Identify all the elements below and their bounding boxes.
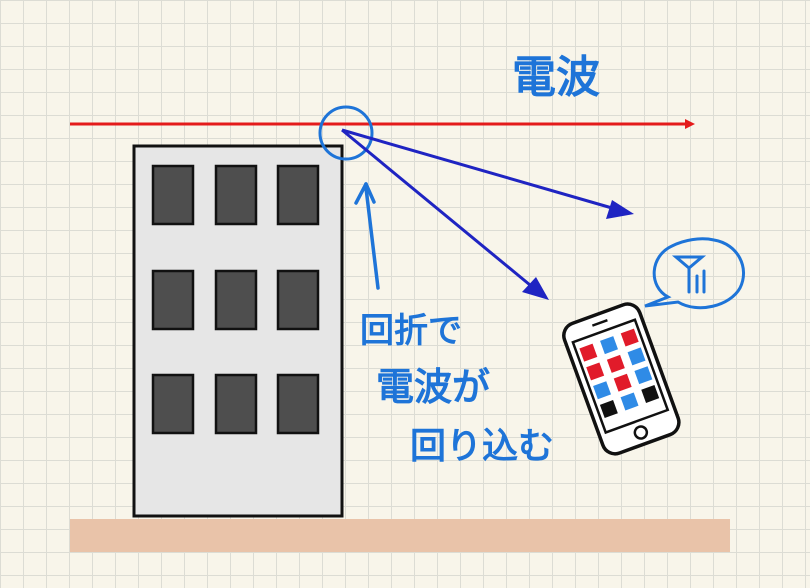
annotation-line-2: 電波が bbox=[376, 365, 490, 409]
diffracted-waves bbox=[342, 130, 634, 300]
annotation-line-3: 回り込む bbox=[410, 426, 554, 467]
diffracted-wave-arrow-lower bbox=[342, 130, 530, 285]
building bbox=[134, 146, 342, 516]
diffracted-wave-arrow-upper bbox=[342, 130, 612, 208]
annotation-line-1: 回折で bbox=[360, 311, 462, 351]
title: 電波 bbox=[512, 52, 600, 103]
building-windows bbox=[153, 166, 318, 433]
ground bbox=[70, 519, 730, 552]
smartphone bbox=[560, 300, 682, 457]
pointer-arrow bbox=[356, 184, 378, 288]
antenna-signal-icon bbox=[676, 257, 704, 292]
speech-bubble bbox=[645, 239, 744, 308]
